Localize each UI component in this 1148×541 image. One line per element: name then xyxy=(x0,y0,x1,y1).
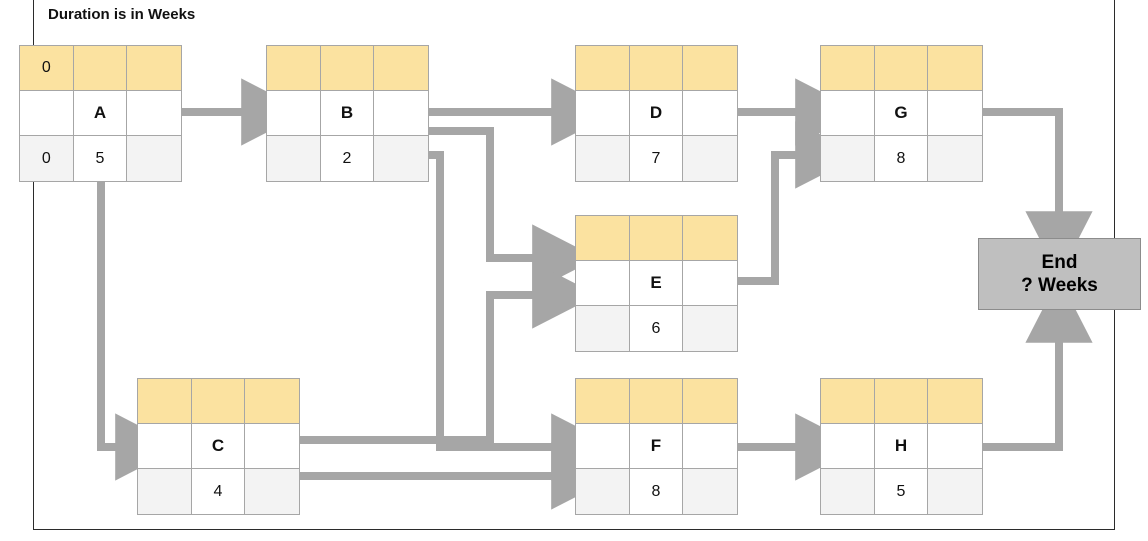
node-c-duration: 4 xyxy=(191,469,246,514)
node-b-early-finish xyxy=(374,46,428,91)
node-c-header-mid xyxy=(191,379,246,424)
node-h-early-finish xyxy=(928,379,982,424)
node-h-left-mid xyxy=(821,424,875,469)
node-g-early-start xyxy=(821,46,875,91)
node-c-early-start xyxy=(138,379,192,424)
node-f-late-finish xyxy=(683,469,737,514)
node-f-early-finish xyxy=(683,379,737,424)
node-h-late-finish xyxy=(928,469,982,514)
node-h-early-start xyxy=(821,379,875,424)
node-e-duration: 6 xyxy=(629,306,684,351)
node-h-header-mid xyxy=(874,379,929,424)
node-d-late-start xyxy=(576,136,630,181)
node-d-label: D xyxy=(629,91,684,136)
node-g-header-mid xyxy=(874,46,929,91)
activity-node-b[interactable]: B 2 xyxy=(266,45,429,182)
node-g-label: G xyxy=(874,91,929,136)
node-f-duration: 8 xyxy=(629,469,684,514)
node-a-header-mid xyxy=(73,46,128,91)
node-a-left-mid xyxy=(20,91,74,136)
node-c-right-mid xyxy=(245,424,299,469)
node-d-left-mid xyxy=(576,91,630,136)
node-g-early-finish xyxy=(928,46,982,91)
node-g-right-mid xyxy=(928,91,982,136)
end-node-line1: End xyxy=(1041,251,1078,273)
activity-node-g[interactable]: G 8 xyxy=(820,45,983,182)
node-d-late-finish xyxy=(683,136,737,181)
node-a-early-finish xyxy=(127,46,181,91)
activity-node-h[interactable]: H 5 xyxy=(820,378,983,515)
node-b-early-start xyxy=(267,46,321,91)
node-e-early-finish xyxy=(683,216,737,261)
node-c-late-start xyxy=(138,469,192,514)
node-f-right-mid xyxy=(683,424,737,469)
end-node[interactable]: End ? Weeks xyxy=(978,238,1141,310)
activity-node-f[interactable]: F 8 xyxy=(575,378,738,515)
node-b-right-mid xyxy=(374,91,428,136)
node-a-early-start: 0 xyxy=(20,46,74,91)
node-g-late-finish xyxy=(928,136,982,181)
node-b-duration: 2 xyxy=(320,136,375,181)
node-d-early-start xyxy=(576,46,630,91)
node-f-early-start xyxy=(576,379,630,424)
node-h-late-start xyxy=(821,469,875,514)
node-e-header-mid xyxy=(629,216,684,261)
end-node-line2: ? Weeks xyxy=(1021,275,1098,296)
node-c-label: C xyxy=(191,424,246,469)
node-b-left-mid xyxy=(267,91,321,136)
diagram-caption: Duration is in Weeks xyxy=(48,6,196,23)
node-b-header-mid xyxy=(320,46,375,91)
node-h-right-mid xyxy=(928,424,982,469)
node-e-left-mid xyxy=(576,261,630,306)
node-a-label: A xyxy=(73,91,128,136)
node-h-duration: 5 xyxy=(874,469,929,514)
node-e-right-mid xyxy=(683,261,737,306)
node-f-header-mid xyxy=(629,379,684,424)
node-d-early-finish xyxy=(683,46,737,91)
node-f-label: F xyxy=(629,424,684,469)
node-e-early-start xyxy=(576,216,630,261)
node-d-right-mid xyxy=(683,91,737,136)
activity-node-e[interactable]: E 6 xyxy=(575,215,738,352)
node-e-label: E xyxy=(629,261,684,306)
node-f-late-start xyxy=(576,469,630,514)
node-e-late-finish xyxy=(683,306,737,351)
node-a-late-start: 0 xyxy=(20,136,74,181)
activity-node-c[interactable]: C 4 xyxy=(137,378,300,515)
node-d-header-mid xyxy=(629,46,684,91)
node-c-early-finish xyxy=(245,379,299,424)
node-d-duration: 7 xyxy=(629,136,684,181)
node-g-late-start xyxy=(821,136,875,181)
node-g-duration: 8 xyxy=(874,136,929,181)
node-b-late-start xyxy=(267,136,321,181)
node-b-label: B xyxy=(320,91,375,136)
activity-node-a[interactable]: 0 A 0 5 xyxy=(19,45,182,182)
node-a-right-mid xyxy=(127,91,181,136)
node-f-left-mid xyxy=(576,424,630,469)
node-a-duration: 5 xyxy=(73,136,128,181)
node-h-label: H xyxy=(874,424,929,469)
activity-node-d[interactable]: D 7 xyxy=(575,45,738,182)
node-g-left-mid xyxy=(821,91,875,136)
node-e-late-start xyxy=(576,306,630,351)
node-c-late-finish xyxy=(245,469,299,514)
node-b-late-finish xyxy=(374,136,428,181)
node-c-left-mid xyxy=(138,424,192,469)
node-a-late-finish xyxy=(127,136,181,181)
